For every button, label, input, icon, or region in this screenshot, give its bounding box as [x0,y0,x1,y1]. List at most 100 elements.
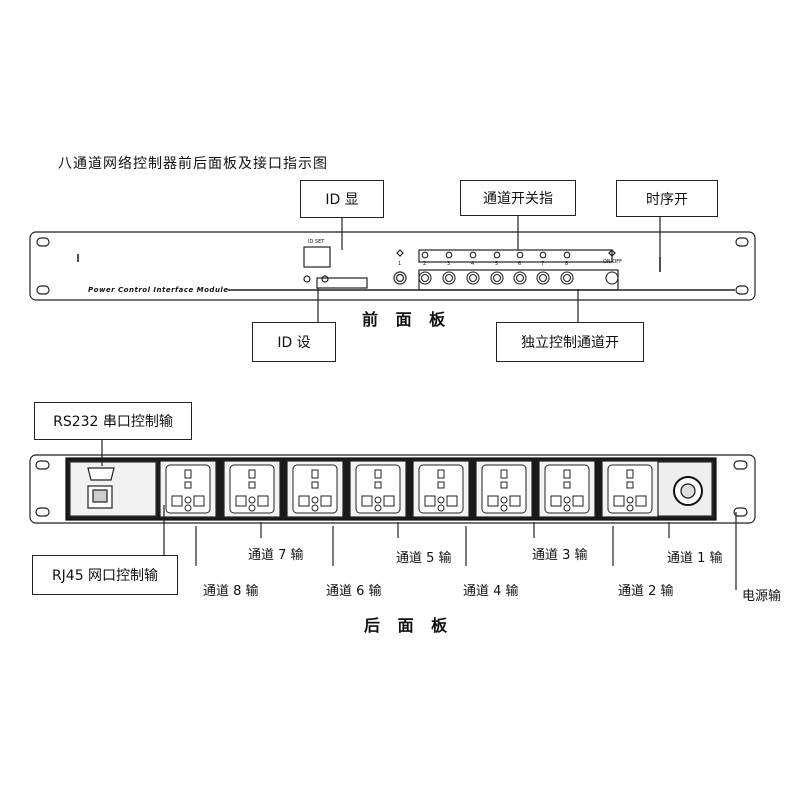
label-ch4: 通道 4 输 [463,584,519,599]
socket-hole-6 [311,496,319,504]
socket-hole-8 [184,496,192,504]
switch-button-2 [418,271,432,285]
socket-hole-5 [374,496,382,504]
front-ear-slot-top-left [36,237,50,247]
label-ch3: 通道 3 输 [532,548,588,563]
socket-top-pins-1 [626,469,634,489]
callout-rs232: RS232 串口控制输 [34,402,192,440]
channel-led-3 [445,251,453,259]
switch-button-inner-8 [562,273,572,283]
switch-button-8 [560,271,574,285]
socket-side-pins-4 [424,495,458,507]
channel-number-8: 8 [565,261,569,267]
callout-rj45-text: RJ45 网口控制输 [51,568,159,584]
callout-id-display-text: ID 显 [325,192,359,208]
socket-hole-7 [248,496,256,504]
socket-channel-2 [538,460,596,518]
socket-side-pins-8 [171,495,205,507]
id-set-box [316,277,368,289]
label-ch8: 通道 8 输 [203,584,259,599]
channel-number-4: 4 [471,261,475,267]
socket-top-pins-6 [311,469,319,489]
channel-number-6: 6 [518,261,522,267]
socket-side-pins-5 [361,495,395,507]
label-ch2: 通道 2 输 [618,584,674,599]
front-panel-frame [29,231,756,301]
socket-side-pins-2 [550,495,584,507]
switch-button-5 [490,271,504,285]
socket-hole-lower-4 [437,504,445,512]
socket-top-pins-8 [184,469,192,489]
id-display-window [303,246,331,268]
switch-button-inner-3 [444,273,454,283]
socket-face-2 [544,464,590,514]
socket-hole-3 [500,496,508,504]
switch-button-1-inner [395,273,405,283]
switch-button-7 [536,271,550,285]
socket-hole-lower-3 [500,504,508,512]
callout-independent-control-text: 独立控制通道开 [521,335,619,351]
channel-number-5: 5 [495,261,499,267]
onoff-button [605,271,619,285]
rear-ear-slot-bottom-left [35,507,50,517]
callout-id-display: ID 显 [300,180,384,218]
socket-channel-7 [223,460,281,518]
label-ch6: 通道 6 输 [326,584,382,599]
callout-channel-indicator: 通道开关指 [460,180,576,216]
callout-rj45: RJ45 网口控制输 [32,555,178,595]
rear-ear-slot-bottom-right [733,507,748,517]
switch-button-inner-6 [515,273,525,283]
socket-side-pins-6 [298,495,332,507]
socket-hole-lower-5 [374,504,382,512]
channel-led-6 [516,251,524,259]
socket-top-pins-4 [437,469,445,489]
switch-button-inner-4 [468,273,478,283]
switch-group-box [418,269,619,291]
onoff-small-text: ON/OFF [603,259,623,265]
rear-panel-frame [29,454,756,524]
socket-hole-lower-1 [626,504,634,512]
rear-ear-slot-top-right [733,460,748,470]
channel-number-7: 7 [541,261,545,267]
socket-channel-3 [475,460,533,518]
channel-number-2: 2 [423,261,427,267]
socket-hole-lower-8 [184,504,192,512]
switch-button-3 [442,271,456,285]
rear-ear-slot-top-left [35,460,50,470]
channel-number-1: 1 [398,261,402,267]
socket-face-8 [165,464,211,514]
socket-face-3 [481,464,527,514]
switch-button-1 [393,271,407,285]
rear-socket-group [159,460,659,518]
front-ear-slot-bottom-right [735,285,749,295]
socket-channel-5 [349,460,407,518]
socket-hole-lower-6 [311,504,319,512]
socket-face-6 [292,464,338,514]
switch-button-inner-2 [420,273,430,283]
label-ch5: 通道 5 输 [396,551,452,566]
socket-top-pins-2 [563,469,571,489]
channel-led-4 [469,251,477,259]
front-leaders [317,216,661,322]
label-ch7: 通道 7 输 [248,548,304,563]
channel-number-3: 3 [447,261,451,267]
diagram-title: 八通道网络控制器前后面板及接口指示图 [58,156,328,172]
socket-face-7 [229,464,275,514]
socket-hole-2 [563,496,571,504]
callout-sequence-on-text: 时序开 [646,191,688,208]
socket-top-pins-7 [248,469,256,489]
callout-id-set: ID 设 [252,322,336,362]
switch-button-4 [466,271,480,285]
socket-hole-lower-7 [248,504,256,512]
callout-rs232-text: RS232 串口控制输 [53,414,173,430]
db9-port [87,467,115,481]
switch-button-inner-7 [538,273,548,283]
rj45-port-inner [92,489,108,503]
power-inlet-core [680,483,696,499]
channel-led-8 [563,251,571,259]
socket-hole-4 [437,496,445,504]
onoff-led-marker [608,249,616,257]
module-text: Power Control Interface Module [88,286,229,294]
